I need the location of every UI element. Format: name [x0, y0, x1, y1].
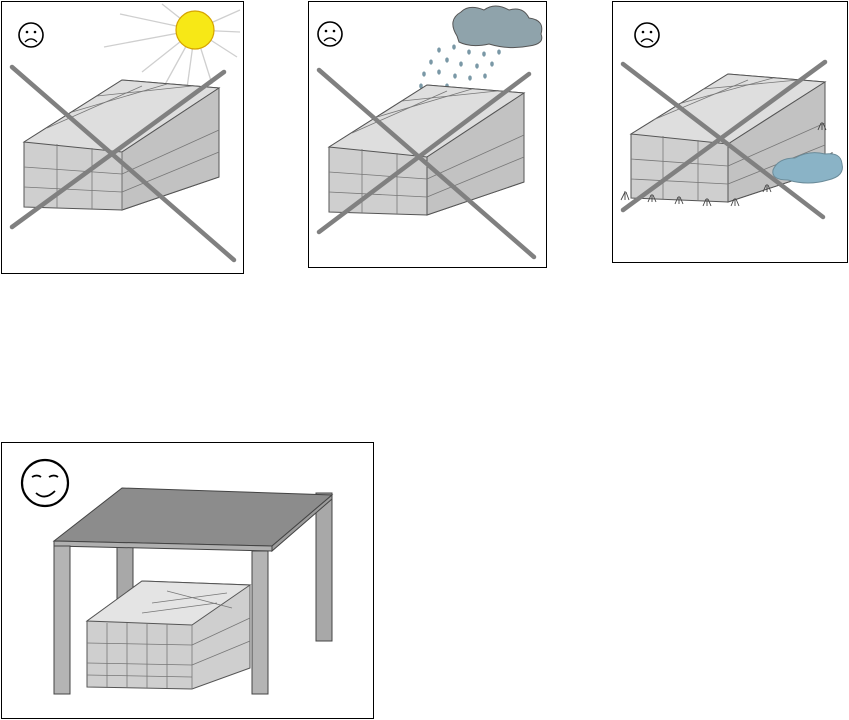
sad-face-icon: [19, 23, 43, 47]
sun-scene: [2, 2, 244, 274]
shelter-scene: [2, 443, 374, 719]
panel-ground-wrong: [612, 1, 848, 263]
lumber-stack: [87, 581, 250, 689]
sad-face-icon: [635, 23, 659, 47]
panel-shelter-correct: [1, 442, 374, 719]
happy-face-icon: [22, 460, 68, 506]
sad-face-icon: [318, 22, 342, 46]
ground-scene: [613, 2, 848, 263]
panel-sun-wrong: [1, 1, 244, 274]
rain-scene: [309, 2, 547, 268]
panel-rain-wrong: [308, 1, 547, 268]
